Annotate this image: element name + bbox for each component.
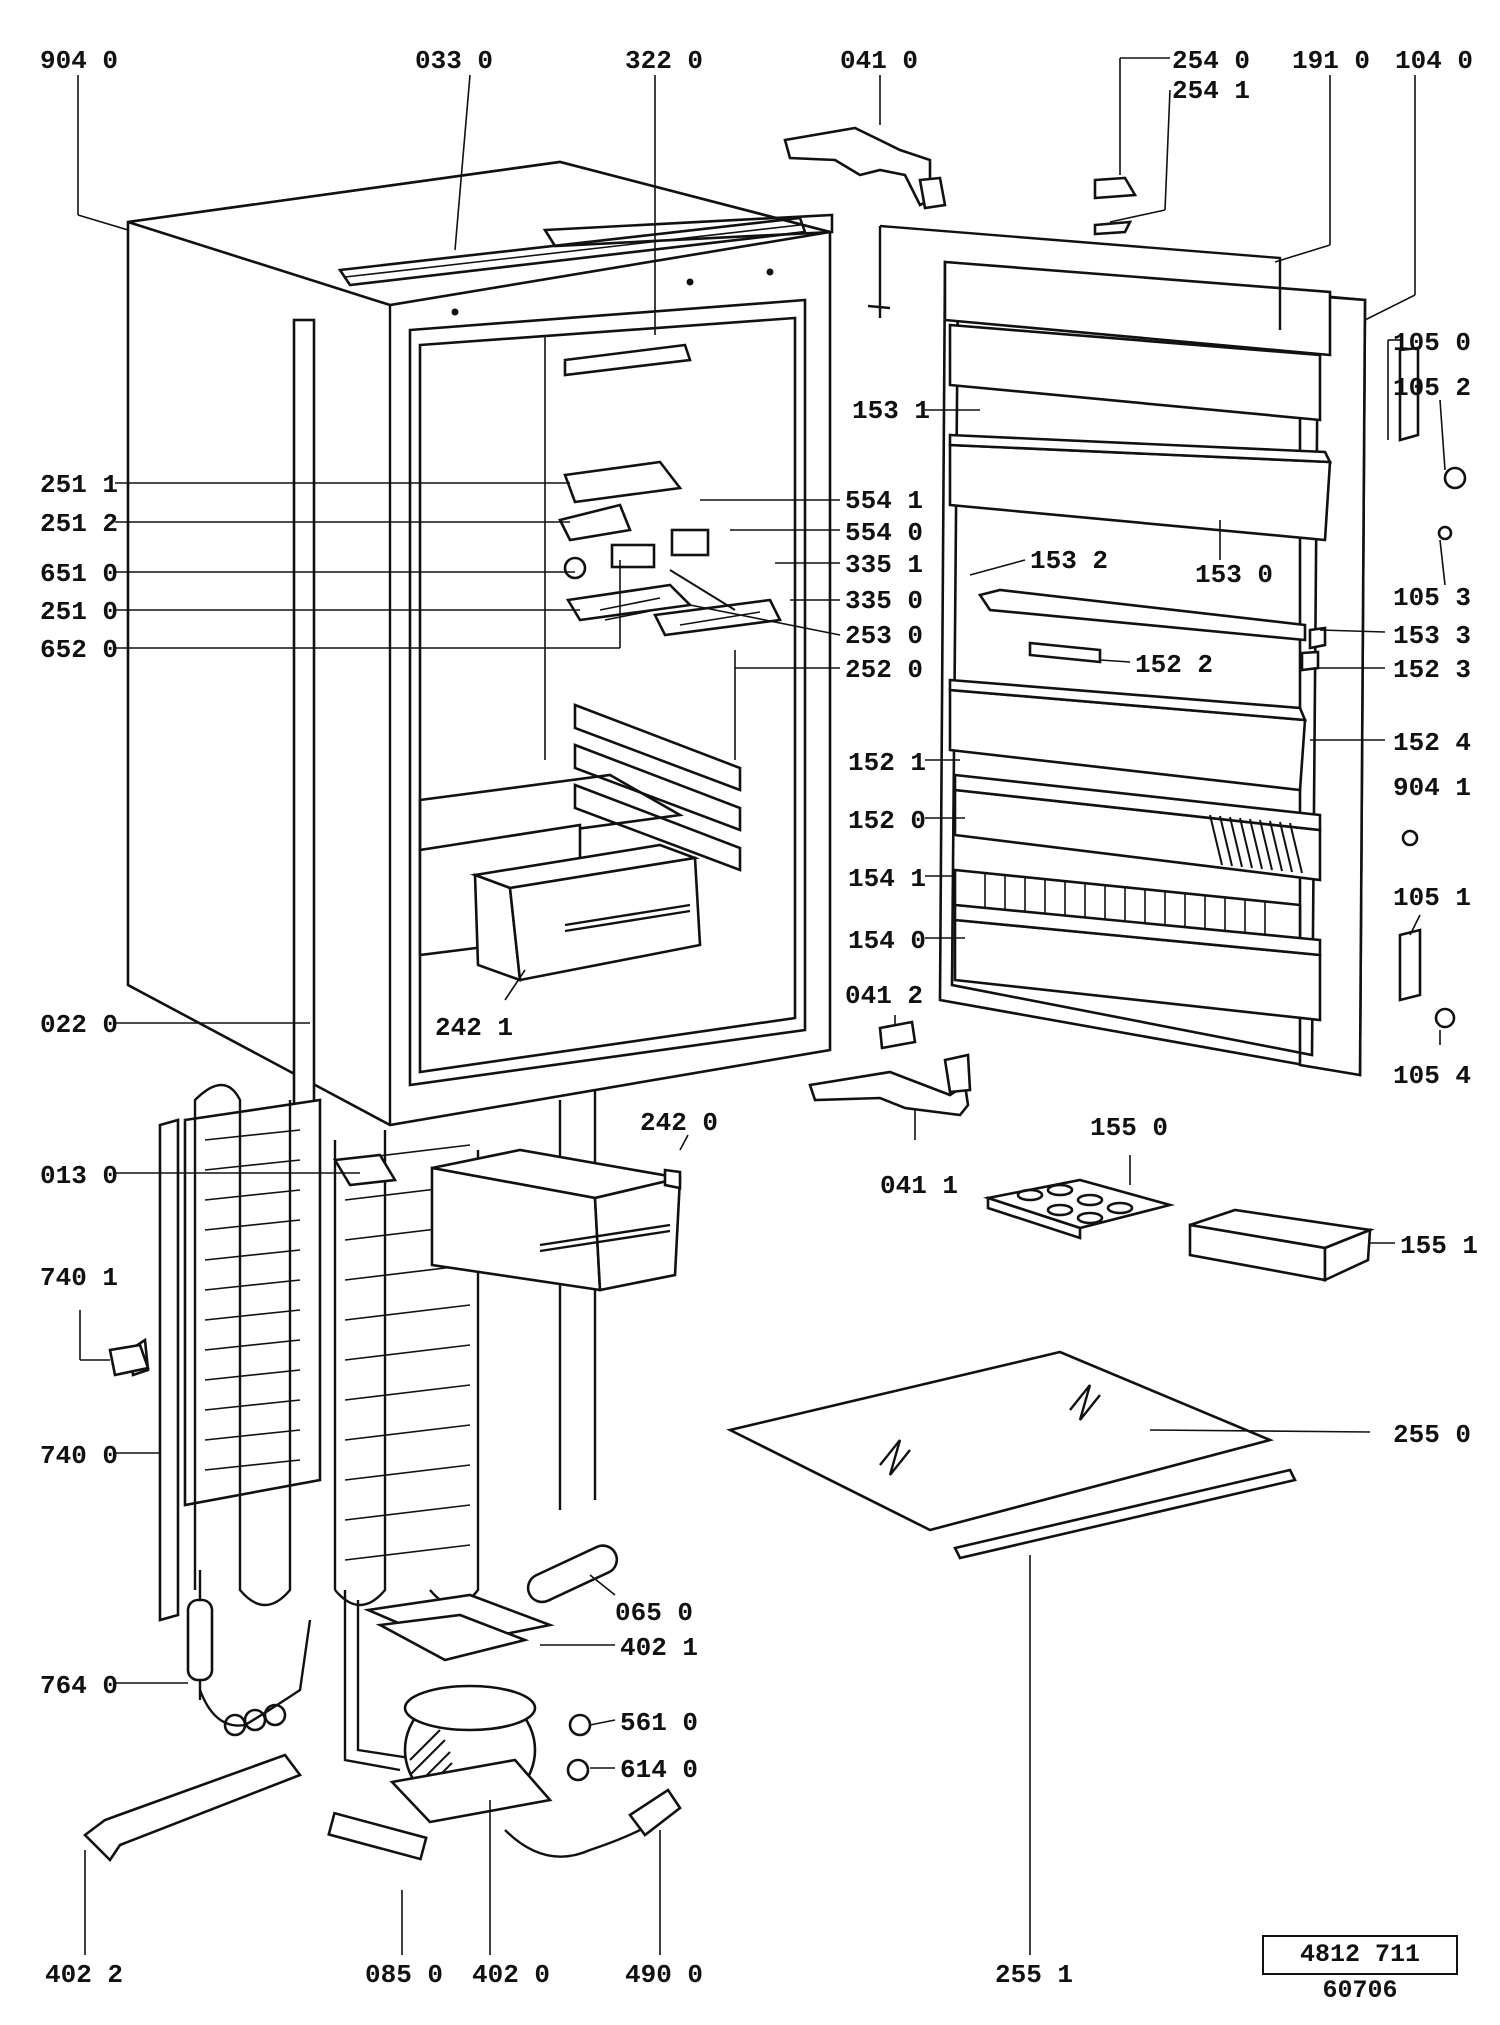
label-904-1: 904 1 [1393, 773, 1471, 803]
label-242-1: 242 1 [435, 1013, 513, 1043]
label-402-0: 402 0 [472, 1960, 550, 1990]
label-152-4: 152 4 [1393, 728, 1471, 758]
label-904-0: 904 0 [40, 46, 118, 76]
label-152-2: 152 2 [1135, 650, 1213, 680]
label-255-1: 255 1 [995, 1960, 1073, 1990]
egg-tray-and-box [982, 1178, 1375, 1283]
label-041-2: 041 2 [845, 981, 923, 1011]
label-041-1: 041 1 [880, 1171, 958, 1201]
label-155-0: 155 0 [1090, 1113, 1168, 1143]
label-242-0: 242 0 [640, 1108, 718, 1138]
label-105-0: 105 0 [1393, 328, 1471, 358]
label-105-1: 105 1 [1393, 883, 1471, 913]
label-153-1: 153 1 [852, 396, 930, 426]
label-322-0: 322 0 [625, 46, 703, 76]
label-033-0: 033 0 [415, 46, 493, 76]
part-number-labels: 904 0 033 0 322 0 041 0 254 0 254 1 191 … [40, 46, 1478, 1990]
leader-lines [77, 57, 1446, 1955]
hinge-041-0 [783, 126, 947, 210]
label-251-1: 251 1 [40, 470, 118, 500]
label-153-3: 153 3 [1393, 621, 1471, 651]
crisper-area [418, 773, 702, 982]
label-402-1: 402 1 [620, 1633, 698, 1663]
control-panel-parts [558, 343, 782, 637]
label-764-0: 764 0 [40, 1671, 118, 1701]
label-105-3: 105 3 [1393, 583, 1471, 613]
label-740-1: 740 1 [40, 1263, 118, 1293]
label-154-1: 154 1 [848, 864, 926, 894]
label-065-0: 065 0 [615, 1598, 693, 1628]
label-561-0: 561 0 [620, 1708, 698, 1738]
door-top-fitting [1093, 176, 1138, 236]
label-614-0: 614 0 [620, 1755, 698, 1785]
door-shelves [948, 433, 1333, 1022]
label-402-2: 402 2 [45, 1960, 123, 1990]
cabinet-shelf-supports [573, 703, 742, 872]
bracket-740-1 [108, 1343, 150, 1377]
glass-shelf [726, 1350, 1297, 1560]
lower-crisper-drawer [430, 1148, 682, 1292]
label-013-0: 013 0 [40, 1161, 118, 1191]
label-252-0: 252 0 [845, 655, 923, 685]
label-254-1: 254 1 [1172, 76, 1250, 106]
label-490-0: 490 0 [625, 1960, 703, 1990]
label-085-0: 085 0 [365, 1960, 443, 1990]
label-152-1: 152 1 [848, 748, 926, 778]
label-105-4: 105 4 [1393, 1061, 1471, 1091]
label-105-2: 105 2 [1393, 373, 1471, 403]
hinge-041-1 [808, 1020, 972, 1117]
condenser [128, 1083, 597, 1622]
door-hinge-parts [1300, 346, 1467, 1029]
label-335-0: 335 0 [845, 586, 923, 616]
label-191-0: 191 0 [1292, 46, 1370, 76]
label-155-1: 155 1 [1400, 1231, 1478, 1261]
label-041-0: 041 0 [840, 46, 918, 76]
document-number-box: 4812 711 60706 [1262, 1935, 1458, 2005]
drain-tube [292, 318, 316, 1142]
label-022-0: 022 0 [40, 1010, 118, 1040]
label-251-0: 251 0 [40, 597, 118, 627]
document-number: 4812 711 60706 [1299, 1940, 1421, 2005]
label-652-0: 652 0 [40, 635, 118, 665]
label-554-1: 554 1 [845, 486, 923, 516]
label-740-0: 740 0 [40, 1441, 118, 1471]
label-651-0: 651 0 [40, 559, 118, 589]
label-554-0: 554 0 [845, 518, 923, 548]
label-152-0: 152 0 [848, 806, 926, 836]
cabinet-body [126, 160, 834, 1127]
label-255-0: 255 0 [1393, 1420, 1471, 1450]
compressor-area [83, 1544, 682, 1863]
label-251-2: 251 2 [40, 509, 118, 539]
label-154-0: 154 0 [848, 926, 926, 956]
label-253-0: 253 0 [845, 621, 923, 651]
label-104-0: 104 0 [1395, 46, 1473, 76]
label-152-3: 152 3 [1393, 655, 1471, 685]
label-153-2: 153 2 [1030, 546, 1108, 576]
label-335-1: 335 1 [845, 550, 923, 580]
label-153-0: 153 0 [1195, 560, 1273, 590]
label-254-0: 254 0 [1172, 46, 1250, 76]
